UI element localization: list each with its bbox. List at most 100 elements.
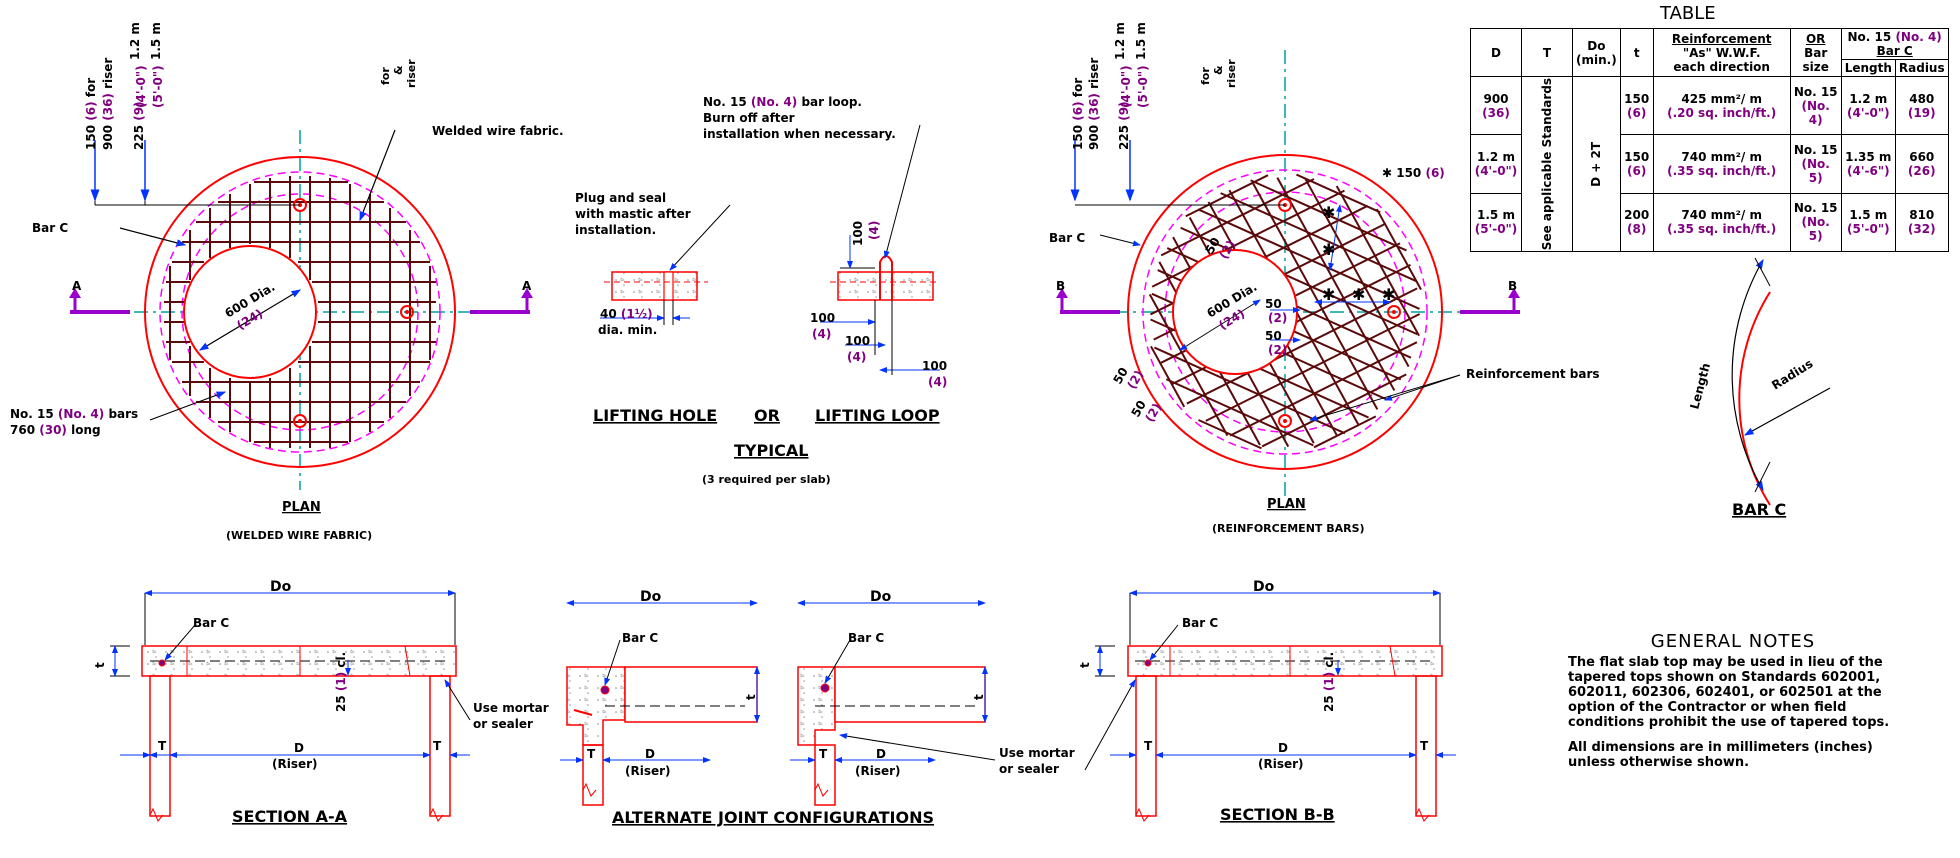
dim-riser2: riser [405,59,418,88]
t-label-b: t [1078,662,1092,668]
reinforcement-bar [1197,208,1420,310]
loop-100-b-in: (4) [847,350,866,364]
do-label-j1: Do [640,589,662,605]
alternate-joint-1 [560,600,760,806]
t-label-a: t [93,662,107,668]
plug-note-line2: with mastic after [575,207,691,221]
dim-50-a: 50 [1265,297,1282,311]
reinforcement-bar [1185,174,1269,218]
star-mark-4: ✱ [1322,203,1335,222]
mortar-j-line1: Use mortar [999,746,1075,760]
dim-amp-right: & [1212,65,1225,75]
label-bar-c: Bar C [32,221,68,235]
section-b-left: B [1056,279,1065,293]
hole-40: 40 (1½) [600,307,653,321]
reinforcement-bar [1251,181,1379,410]
general-notes: GENERAL NOTES The flat slab top may be u… [1568,633,1898,780]
T-label-j2: T [819,747,828,761]
label-reinforcement-bars: Reinforcement bars [1466,367,1600,381]
do-label-b: Do [1253,579,1275,595]
bar-c-length: Length [1687,362,1713,411]
star-mark-3: ✱ [1382,285,1395,304]
dim-riser-right: riser [1225,59,1238,88]
table-caption: TABLE [1660,3,1716,24]
lifting-hole-title: LIFTING HOLE [593,406,717,425]
d-label-j1: D [645,747,655,761]
dim-50-b: 50 [1265,329,1282,343]
plan-subtitle-rb: (REINFORCEMENT BARS) [1212,522,1365,535]
mortar-a-line2: or sealer [473,717,533,731]
mortar-j-line2: or sealer [999,762,1059,776]
reinforcement-bar [1205,313,1421,422]
dim-1-2m-right: 1.2 m [1113,22,1127,60]
table-row: 1.2 m(4'-0") 150(6) 740 mm²/ m(.35 sq. i… [1470,134,1949,194]
bar-c-label-b: Bar C [1182,616,1218,630]
lifting-loop-title: LIFTING LOOP [815,406,940,425]
bar-c-detail [1731,257,1831,506]
loop-note-line3: installation when necessary. [703,127,896,141]
loop-note-line2: Burn off after [703,111,795,125]
plan-title-left: PLAN [282,500,321,515]
dim-for-riser-right: for [1199,67,1212,85]
do-label-j2: Do [870,589,892,605]
d-label-j2: D [876,747,886,761]
loop-100-b: 100 [845,334,870,348]
loop-100-c: 100 [922,359,947,373]
riser-label-j1: (Riser) [625,764,671,778]
dim-225: 225 (9) [132,101,146,150]
T-label-b-left: T [1144,739,1153,753]
riser-label-j2: (Riser) [855,764,901,778]
loop-100-a: 100 [810,311,835,325]
dim-2-b: (2) [1268,343,1287,357]
dim-5-0-right: (5'-0") [1136,65,1150,108]
riser-label-a: (Riser) [272,757,318,771]
loop-100-a-in: (4) [812,327,831,341]
reinforcement-bar [1220,192,1418,283]
loop-100-c-in: (4) [928,375,947,389]
reinforcement-bar [1276,177,1396,391]
dim-225-right: 225 (9) [1117,101,1131,150]
dim-1-5m: 1.5 m [149,22,163,60]
general-note-2: All dimensions are in millimeters (inche… [1568,740,1873,770]
riser-label-b: (Riser) [1258,757,1304,771]
reinforcement-bar [1198,419,1262,450]
dim-5-0: (5'-0") [151,65,165,108]
alternate-joint-title: ALTERNATE JOINT CONFIGURATIONS [612,808,934,827]
reinforcement-bar [1229,341,1418,437]
typical-title: TYPICAL [734,441,809,460]
lifting-details [600,124,940,375]
T-label-j1: T [587,747,596,761]
see-standards-cell: See applicable Standards [1521,75,1573,253]
reinforcement-bar [1151,189,1345,288]
section-a-left: A [72,279,82,293]
T-label-a-right: T [433,739,442,753]
reinforcement-bar [1375,208,1422,291]
th-thickness: t [1619,28,1654,77]
dim-1-2m: 1.2 m [128,22,142,60]
reinforcement-bar [1165,378,1314,447]
section-a-right: A [522,279,532,293]
section-aa [110,590,471,822]
th-t: T [1521,28,1573,77]
cl-25-a: 25 (1) cl. [334,652,348,712]
section-aa-title: SECTION A-A [232,807,348,826]
dimension-table: D T Do(min.) t Reinforcement"As" W.W.F.e… [1470,28,1949,253]
loop-100-vertical: 100 [851,221,865,246]
section-bb [1084,590,1456,822]
table-row: 900(36) See applicable Standards D + 2T … [1470,75,1949,253]
do-label-a: Do [270,579,292,595]
table-row: 1.5 m(5'-0") 200(8) 740 mm²/ m(.35 sq. i… [1470,192,1949,253]
d-label-b: D [1278,741,1288,755]
bar-c-label-j1: Bar C [622,631,658,645]
three-required-note: (3 required per slab) [702,473,831,486]
plan-title-right: PLAN [1267,497,1306,512]
alternate-joint-2 [790,600,996,806]
loop-100-vertical-in: (4) [867,221,881,240]
or-title: OR [754,406,780,425]
plan-reinforcement-bars [1056,50,1520,500]
cl-25-b: 25 (1) cl. [1322,652,1336,712]
plug-note-line1: Plug and seal [575,191,666,205]
reinforcement-bar [1313,415,1377,449]
th-bar-c: No. 15 (No. 4)Bar C [1840,28,1949,60]
